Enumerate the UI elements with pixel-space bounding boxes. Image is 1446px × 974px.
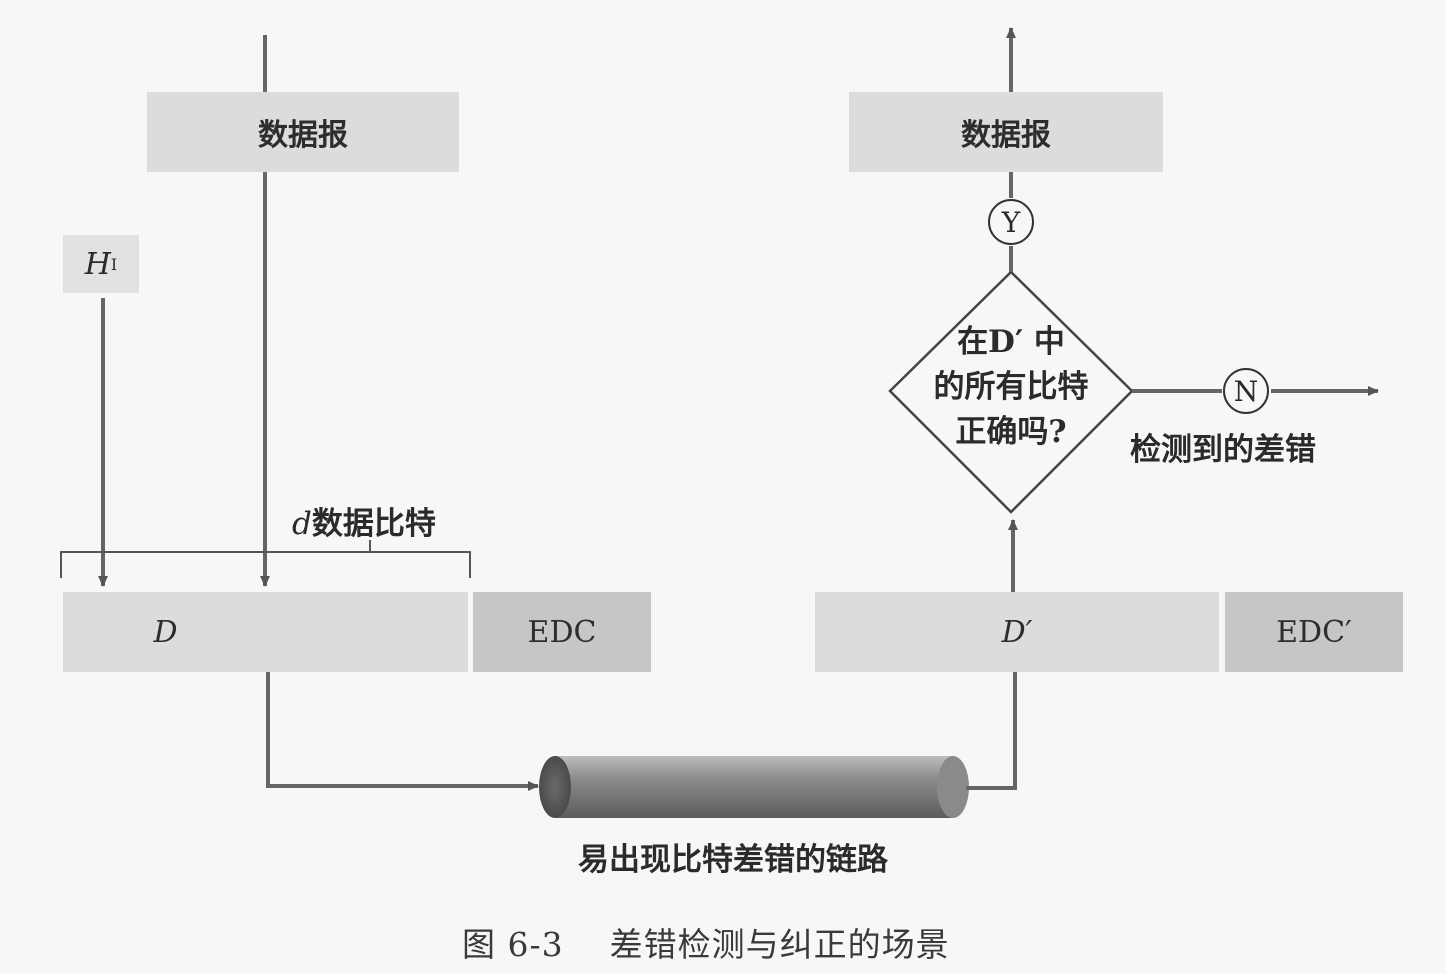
link-pipe xyxy=(539,756,969,818)
sender-data-label: D xyxy=(153,614,178,650)
receiver-data-cell: D′ xyxy=(815,592,1219,672)
decision-line-1: 在D′ 中 xyxy=(957,324,1065,360)
data-bits-var: d xyxy=(292,506,312,542)
header-h1-label: H xyxy=(84,246,111,282)
receiver-edc-cell: EDC′ xyxy=(1225,592,1403,672)
receiver-datagram-box: 数据报 xyxy=(849,92,1163,172)
sender-datagram-box: 数据报 xyxy=(147,92,459,172)
receiver-data-label: D′ xyxy=(1001,614,1033,650)
sender-datagram-label: 数据报 xyxy=(258,118,348,153)
link-to-receiver-path xyxy=(966,672,1017,790)
data-bits-text: 数据比特 xyxy=(311,506,436,542)
receiver-edc-label: EDC′ xyxy=(1276,614,1352,650)
sender-data-cell: D xyxy=(63,592,468,672)
yes-circle: Y xyxy=(988,199,1034,245)
decision-diamond xyxy=(888,270,1134,514)
decision-line-2: 的所有比特 xyxy=(933,369,1089,405)
header-h1-subscript: I xyxy=(110,254,118,274)
data-bits-label: d数据比特 xyxy=(292,498,436,543)
sender-to-link-path xyxy=(266,672,539,791)
sender-edc-cell: EDC xyxy=(473,592,651,672)
data-bits-bracket xyxy=(60,540,471,578)
link-label: 易出现比特差错的链路 xyxy=(578,842,888,878)
error-detected-label: 检测到的差错 xyxy=(1130,432,1316,468)
yes-label: Y xyxy=(1001,205,1021,239)
decision-line-3: 正确吗? xyxy=(955,414,1067,450)
sender-edc-label: EDC xyxy=(527,614,597,650)
decision-text: 在D′ 中 的所有比特 正确吗? xyxy=(911,320,1111,455)
no-label: N xyxy=(1233,374,1259,408)
no-circle: N xyxy=(1223,368,1269,414)
receiver-datagram-label: 数据报 xyxy=(961,118,1051,153)
figure-caption: 图 6-3 差错检测与纠正的场景 xyxy=(462,925,950,964)
